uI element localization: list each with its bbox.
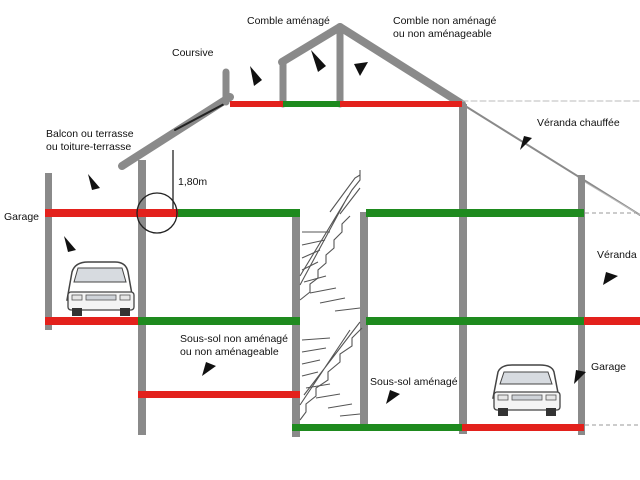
label-coursive: Coursive [172, 47, 214, 59]
dormer-left-slope [278, 23, 344, 66]
stair-lower-rail [299, 321, 361, 406]
floor-0-right-red [584, 317, 640, 325]
label-garage-right: Garage [591, 361, 626, 373]
floor-basement-green [292, 424, 462, 431]
veranda-roof [461, 103, 640, 216]
floor-attic-green [283, 101, 340, 107]
arrow-coursive [250, 66, 262, 86]
floor-1-green-a [178, 209, 300, 217]
car-left [66, 261, 135, 316]
floor-0-left-red [45, 317, 138, 325]
floor-0-green-b [366, 317, 584, 325]
left-garage-wall [45, 173, 52, 330]
label-veranda-right: Véranda [597, 249, 637, 261]
stair-upper-rail-2 [329, 174, 361, 215]
stair-lower-steps [301, 337, 361, 417]
house-left-wall [138, 160, 146, 435]
label-comble-amenage: Comble aménagé [247, 15, 330, 27]
label-balcon-2: ou toiture-terrasse [46, 141, 131, 153]
arrow-comble-non-amenage [354, 62, 368, 76]
floor-1-left-red [45, 209, 178, 217]
dormer-right-slope [336, 23, 466, 108]
veranda-roof-lower [577, 177, 640, 216]
stair-lower-flight [299, 327, 363, 421]
height-label: 1,80m [178, 176, 207, 188]
arrow-garage-left [64, 236, 76, 252]
floor-attic-left-red [230, 101, 283, 107]
roof [118, 23, 640, 216]
stair-upper-rail [299, 170, 361, 286]
roof-left-slope [118, 93, 234, 170]
arrow-sous-sol-non-amenage [202, 362, 216, 376]
arrow-veranda-right [603, 272, 618, 285]
label-veranda-chauffee: Véranda chauffée [537, 117, 620, 129]
height-marker: 1,80m [136, 150, 207, 234]
labels: Comble aménagé Comble non aménagé ou non… [4, 15, 637, 388]
veranda-wall [578, 175, 585, 435]
arrow-sous-sol-amenage [386, 390, 400, 404]
label-comble-non-amenage-2: ou non aménageable [393, 28, 492, 40]
car-right [492, 364, 561, 416]
floor-1-green-b [366, 209, 584, 217]
arrow-garage-right [574, 370, 586, 384]
arrow-balcon [88, 174, 100, 190]
label-balcon-1: Balcon ou terrasse [46, 128, 134, 140]
arrow-veranda-chauffee [520, 136, 532, 150]
label-sous-sol-non-amenage-1: Sous-sol non aménagé [180, 333, 288, 345]
floor-0-green-a [138, 317, 300, 325]
label-sous-sol-non-amenage-2: ou non aménageable [180, 346, 279, 358]
house-right-wall [459, 104, 467, 434]
height-circle [136, 192, 178, 234]
pointer-arrows [64, 50, 618, 404]
stair-upper-flight [299, 215, 351, 301]
floor-attic-right-red [340, 101, 462, 107]
floor-basement-red-left [138, 391, 300, 398]
label-sous-sol-amenage: Sous-sol aménagé [370, 376, 458, 388]
staircase [299, 170, 363, 421]
label-garage-left: Garage [4, 211, 39, 223]
label-comble-non-amenage-1: Comble non aménagé [393, 15, 496, 27]
floor-basement-red-right [462, 424, 584, 431]
stair-right-wall [360, 212, 368, 430]
roof-inner-line [174, 102, 227, 131]
floors [45, 101, 640, 431]
stair-upper-steps [301, 231, 361, 312]
arrow-comble-amenage [311, 50, 326, 72]
